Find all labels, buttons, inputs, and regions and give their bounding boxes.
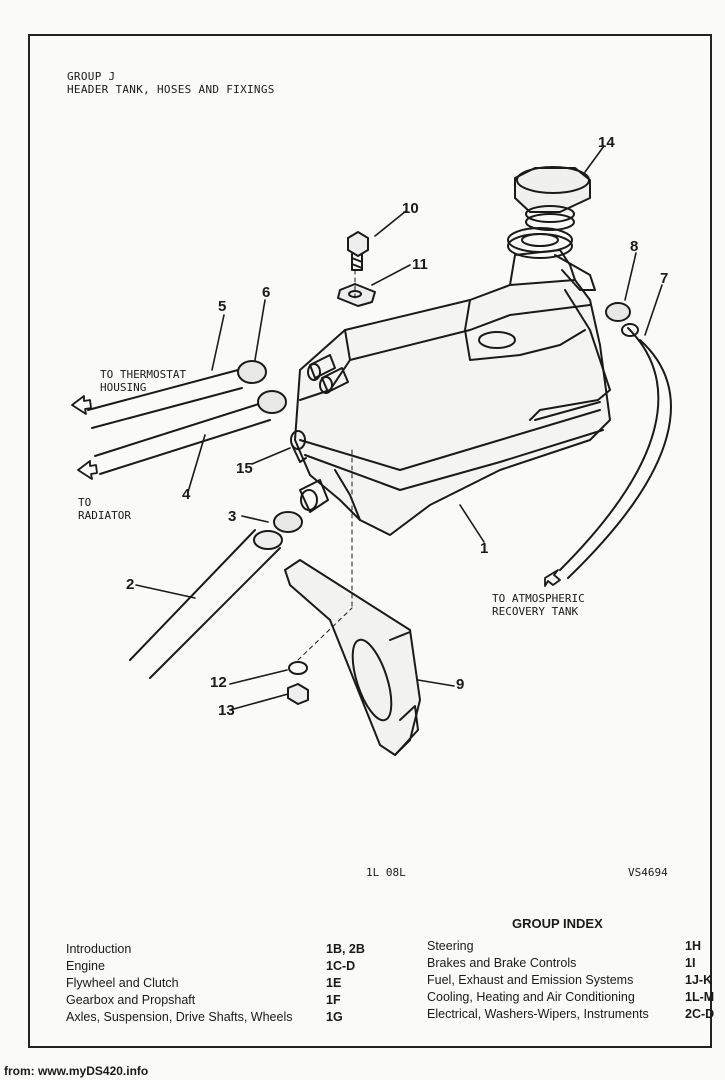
group-index-right: Steering 1H Brakes and Brake Controls 1I F…: [427, 938, 715, 1023]
drawing-ref-left: 1L 08L: [366, 866, 406, 879]
index-code: 1B, 2B: [326, 942, 365, 956]
overflow-pipe: [559, 302, 672, 579]
index-item: Axles, Suspension, Drive Shafts, Wheels: [66, 1010, 293, 1024]
callout-3: 3: [228, 508, 237, 525]
callout-13: 13: [218, 702, 235, 719]
hose-clips-top: [237, 360, 287, 414]
leader-lines: [135, 145, 663, 711]
group-index-left: Introduction 1B, 2B Engine 1C-D Flywheel a…: [66, 941, 406, 1026]
index-row[interactable]: Introduction 1B, 2B: [66, 941, 406, 958]
index-row[interactable]: Fuel, Exhaust and Emission Systems 1J-K: [427, 972, 712, 989]
bottom-border: [28, 1046, 712, 1048]
index-row[interactable]: Engine 1C-D: [66, 958, 406, 975]
drawing-ref-right: VS4694: [628, 866, 668, 879]
index-code: 1J-K: [685, 973, 713, 987]
right-border: [710, 36, 712, 1046]
callout-4: 4: [182, 486, 191, 503]
page-title: GROUP J HEADER TANK, HOSES AND FIXINGS: [67, 70, 275, 96]
label-to-thermostat: TO THERMOSTAT HOUSING: [100, 368, 187, 394]
mounting-bracket: [284, 559, 421, 756]
bolt: [347, 231, 369, 271]
source-footer: from: www.myDS420.info: [4, 1064, 149, 1078]
top-border: [28, 34, 712, 36]
index-row[interactable]: Steering 1H: [427, 938, 712, 955]
label-to-recovery-tank: TO ATMOSPHERIC RECOVERY TANK: [492, 592, 585, 618]
callout-9: 9: [456, 676, 465, 693]
index-item: Electrical, Washers-Wipers, Instruments: [427, 1007, 649, 1021]
index-code: 2C-D: [685, 1007, 715, 1021]
callout-6: 6: [262, 284, 271, 301]
index-item: Engine: [66, 959, 105, 973]
index-item: Brakes and Brake Controls: [427, 956, 577, 970]
callout-8: 8: [630, 238, 639, 255]
index-code: 1H: [685, 939, 701, 953]
index-item: Cooling, Heating and Air Conditioning: [427, 990, 635, 1004]
washer: [337, 283, 376, 307]
filler-neck-ring: [507, 227, 573, 259]
hose-radiator: [94, 401, 271, 475]
direction-arrows: [71, 395, 561, 587]
callout-2: 2: [126, 576, 135, 593]
group-index-title: GROUP INDEX: [512, 916, 603, 931]
index-item: Steering: [427, 939, 474, 953]
callout-5: 5: [218, 298, 227, 315]
index-item: Introduction: [66, 942, 132, 956]
nut-and-washer: [287, 661, 309, 705]
label-to-radiator: TO RADIATOR: [78, 496, 131, 522]
exploded-diagram: [71, 145, 672, 756]
callout-7: 7: [660, 270, 669, 287]
index-row[interactable]: Gearbox and Propshaft 1F: [66, 992, 406, 1009]
index-code: 1G: [326, 1010, 343, 1024]
hose-thermostat: [87, 369, 243, 429]
filler-cap: [514, 166, 591, 231]
index-item: Flywheel and Clutch: [66, 976, 179, 990]
bleed-screw: [290, 430, 307, 463]
index-code: 1I: [685, 956, 696, 970]
index-code: 1C-D: [326, 959, 356, 973]
header-tank: [294, 249, 611, 536]
index-code: 1L-M: [685, 990, 715, 1004]
group-label: GROUP J: [67, 70, 116, 83]
callout-1: 1: [480, 540, 489, 557]
index-row[interactable]: Cooling, Heating and Air Conditioning 1L-…: [427, 989, 715, 1006]
outlet-spigots: [299, 354, 349, 513]
index-row[interactable]: Electrical, Washers-Wipers, Instruments 2…: [427, 1006, 715, 1023]
callout-10: 10: [402, 200, 419, 217]
callout-11: 11: [412, 256, 428, 273]
index-row[interactable]: Flywheel and Clutch 1E: [66, 975, 406, 992]
callout-15: 15: [236, 460, 253, 477]
diagram-title: HEADER TANK, HOSES AND FIXINGS: [67, 83, 275, 96]
callout-14: 14: [598, 134, 615, 151]
index-code: 1F: [326, 993, 341, 1007]
hose-bottom: [129, 511, 303, 679]
index-row[interactable]: Axles, Suspension, Drive Shafts, Wheels 1…: [66, 1009, 406, 1026]
index-item: Fuel, Exhaust and Emission Systems: [427, 973, 634, 987]
left-border: [28, 36, 30, 1046]
callout-12: 12: [210, 674, 227, 691]
index-item: Gearbox and Propshaft: [66, 993, 196, 1007]
index-code: 1E: [326, 976, 342, 990]
index-row[interactable]: Brakes and Brake Controls 1I: [427, 955, 712, 972]
centre-lines: [297, 269, 356, 661]
